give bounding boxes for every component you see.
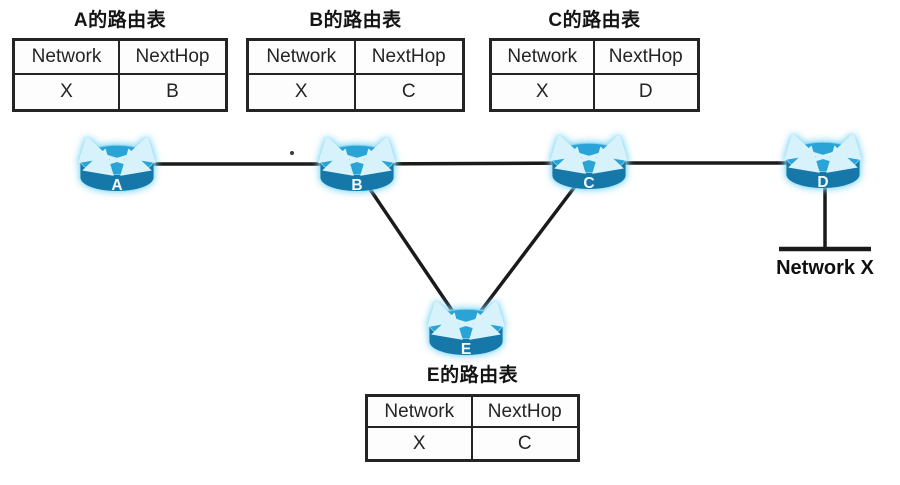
network-x-label: Network X	[776, 257, 874, 279]
table-a-cell-nexthop: B	[120, 75, 225, 109]
link-c-e	[466, 166, 591, 330]
routing-table-b: Network NextHop X C	[246, 38, 465, 112]
routing-table-e: Network NextHop X C	[365, 394, 580, 462]
routing-table-e-title: E的路由表	[426, 365, 519, 386]
table-b-cell-nexthop: C	[355, 75, 462, 109]
routing-table-c: Network NextHop X D	[489, 38, 700, 112]
table-c-header-nexthop: NextHop	[594, 41, 697, 75]
table-a-cell-network: X	[15, 75, 120, 109]
table-e-header-nexthop: NextHop	[472, 397, 577, 428]
table-b-header-network: Network	[249, 41, 356, 75]
routing-table-c-title: C的路由表	[548, 10, 641, 31]
table-e-cell-network: X	[368, 428, 473, 459]
routing-table-a: Network NextHop X B	[12, 38, 228, 112]
table-e-cell-nexthop: C	[472, 428, 577, 459]
table-b-cell-network: X	[249, 75, 356, 109]
routing-table-b-title: B的路由表	[309, 10, 402, 31]
table-b-header-nexthop: NextHop	[355, 41, 462, 75]
table-a-header-nexthop: NextHop	[120, 41, 225, 75]
routing-table-a-title: A的路由表	[73, 10, 167, 31]
table-c-cell-network: X	[492, 75, 595, 109]
table-e-header-network: Network	[368, 397, 473, 428]
link-b-c	[356, 161, 590, 166]
table-c-cell-nexthop: D	[594, 75, 697, 109]
table-a-header-network: Network	[15, 41, 120, 75]
table-c-header-network: Network	[492, 41, 595, 75]
stray-dot-artifact	[290, 151, 294, 155]
link-b-e	[355, 169, 466, 329]
